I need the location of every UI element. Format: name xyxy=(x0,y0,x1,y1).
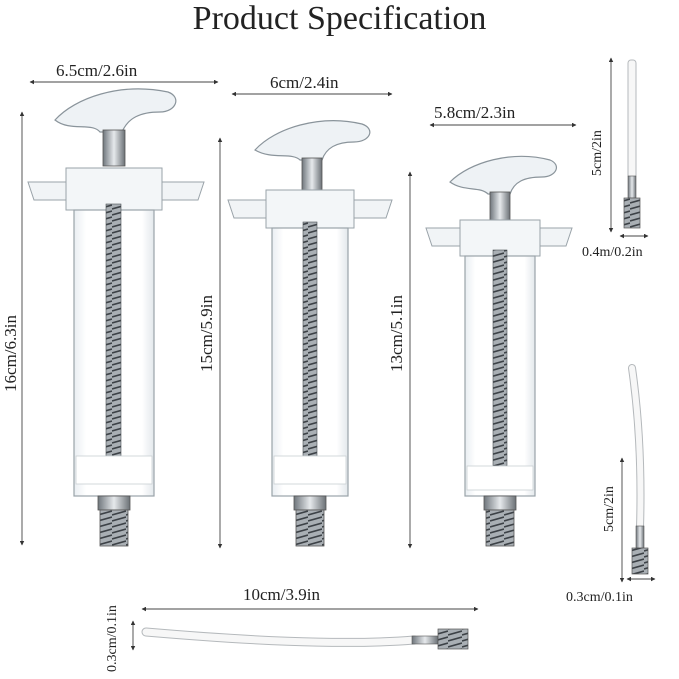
tube-short-2 xyxy=(628,364,649,575)
tube-1-length-label: 5cm/2in xyxy=(590,130,605,176)
syringe-large-height-label: 16cm/6.3in xyxy=(1,315,20,392)
syringe-small-height-label: 13cm/5.1in xyxy=(387,295,406,372)
syringe-medium-height-label: 15cm/5.9in xyxy=(197,295,216,372)
syringe-large-width-label: 6.5cm/2.6in xyxy=(56,61,138,80)
tube-3-length-label: 10cm/3.9in xyxy=(243,585,320,604)
page-title: Product Specification xyxy=(192,0,487,37)
syringe-small-width-label: 5.8cm/2.3in xyxy=(434,103,516,122)
tube-short-1 xyxy=(623,59,641,229)
syringe-small xyxy=(425,155,573,547)
syringe-medium-width-label: 6cm/2.4in xyxy=(270,73,339,92)
syringe-large xyxy=(27,88,205,547)
tube-2-length-label: 5cm/2in xyxy=(602,486,617,532)
tube-long xyxy=(141,627,469,650)
tube-1-diameter-label: 0.4m/0.2in xyxy=(582,245,643,260)
tube-3-diameter-label: 0.3cm/0.1in xyxy=(105,605,120,672)
tube-2-diameter-label: 0.3cm/0.1in xyxy=(566,590,633,605)
syringe-medium xyxy=(227,120,393,547)
